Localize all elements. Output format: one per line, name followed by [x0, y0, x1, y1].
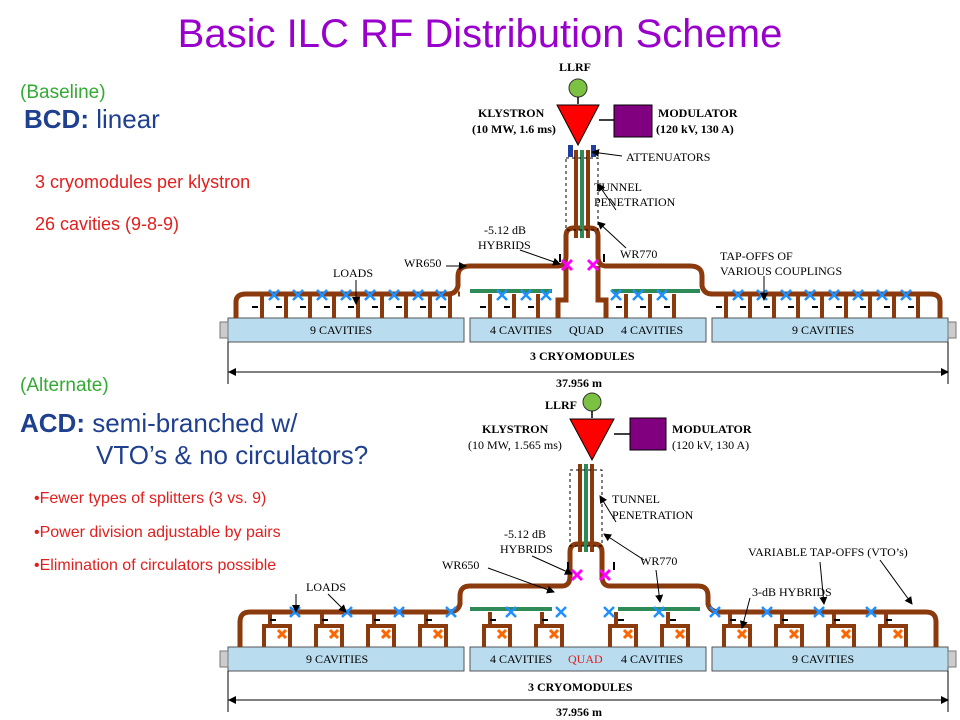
top-cryomodule-quad-label: QUAD [569, 323, 604, 337]
bottom-klystron-spec: (10 MW, 1.565 ms) [468, 438, 562, 452]
top-cryomodule-left [227, 317, 465, 343]
bottom-cryomodule-quad-label: QUAD [568, 652, 603, 666]
bottom-hybrids-label-1: -5.12 dB [504, 527, 546, 541]
bottom-branch-pairs [262, 612, 908, 647]
baseline-bullet-1: 3 cryomodules per klystron [35, 172, 251, 192]
top-cryomodule-mid-label-b: 4 CAVITIES [621, 323, 684, 337]
bottom-cryomodule-right-label: 9 CAVITIES [792, 652, 855, 666]
bottom-modulator-spec: (120 kV, 130 A) [672, 438, 750, 452]
alternate-scheme-rest-1: semi-branched w/ [85, 408, 298, 438]
top-klystron-icon [556, 104, 600, 147]
top-waveguide-center [458, 266, 609, 318]
bottom-klystron-label: KLYSTRON [482, 422, 549, 436]
bottom-cryomodule-mid-label-a: 4 CAVITIES [490, 652, 553, 666]
top-attenuator-b [591, 145, 596, 157]
bottom-loads-label: LOADS [306, 580, 347, 594]
baseline-heading: BCD: linear [24, 104, 160, 135]
bottom-wr770-label: WR770 [640, 554, 678, 568]
bottom-klystron-icon [569, 418, 615, 462]
top-llrf-label: LLRF [559, 60, 592, 74]
alternate-heading-line2: VTO’s & no circulators? [96, 440, 369, 470]
bottom-tunnel-label-2: PENETRATION [612, 508, 694, 522]
bottom-wr650-label: WR650 [442, 558, 480, 572]
bottom-llrf-label: LLRF [545, 398, 578, 412]
alternate-bullet-3: •Elimination of circulators possible [34, 557, 277, 574]
bottom-tunnel-label-1: TUNNEL [612, 492, 660, 506]
alternate-heading: ACD: semi-branched w/ [20, 408, 297, 439]
top-cryomodule-mid-label-a: 4 CAVITIES [490, 323, 553, 337]
bottom-3db-hybrids [276, 628, 904, 640]
top-beam-cap-right [947, 321, 957, 339]
top-tunnel-box [565, 157, 599, 231]
baseline-bullet-2: 26 cavities (9-8-9) [35, 214, 180, 234]
bottom-waveguide-right [593, 541, 939, 647]
top-waveguide-right [589, 225, 943, 318]
top-annotation-arrows [352, 148, 768, 305]
bottom-length-label: 37.956 m [556, 705, 602, 719]
bottom-llrf-icon [582, 392, 602, 412]
bottom-cryomodule-mid [469, 646, 707, 672]
top-cryomodules-label: 3 CRYOMODULES [530, 349, 635, 363]
top-llrf-icon [568, 78, 588, 98]
bottom-diagram [219, 392, 957, 712]
top-length-label: 37.956 m [556, 376, 602, 390]
top-attenuator-a [568, 145, 573, 157]
top-cryomodule-left-label: 9 CAVITIES [310, 323, 373, 337]
top-wr770-label: WR770 [620, 247, 658, 261]
alternate-scheme-key: ACD: [20, 408, 85, 438]
top-cryomodule-mid [469, 317, 707, 343]
bottom-modulator-icon [629, 417, 667, 451]
bottom-modulator-label: MODULATOR [672, 422, 752, 436]
top-loads-label: LOADS [333, 266, 374, 280]
top-tunnel-label-1: TUNNEL [594, 180, 642, 194]
bottom-annotation-arrows [292, 495, 913, 629]
bottom-cryomodule-mid-label-b: 4 CAVITIES [621, 652, 684, 666]
top-cryomodule-right [711, 317, 949, 343]
bottom-vto-label: VARIABLE TAP-OFFS (VTO’s) [748, 545, 908, 559]
alternate-bullet-2: •Power division adjustable by pairs [34, 524, 281, 541]
alternate-bullet-1: •Fewer types of splitters (3 vs. 9) [34, 490, 267, 507]
bottom-hybrids-label-2: HYBRIDS [500, 542, 553, 556]
top-klystron-label: KLYSTRON [478, 106, 545, 120]
top-dimension-arrow-left [228, 368, 236, 376]
baseline-tag: (Baseline) [20, 82, 106, 103]
bottom-dimension-arrow-left [228, 696, 236, 704]
top-beam-cap-left [219, 321, 229, 339]
top-modulator-icon [613, 104, 653, 138]
top-tapoffs-label-1: TAP-OFFS OF [720, 249, 793, 263]
top-diagram [219, 78, 957, 384]
top-hybrids-label-1: -5.12 dB [484, 223, 526, 237]
top-modulator-spec: (120 kV, 130 A) [656, 122, 734, 136]
bottom-beam-cap-left [219, 650, 229, 668]
bottom-hybrid-crosses [570, 568, 612, 582]
top-hybrid-crosses [560, 258, 600, 272]
top-tapoffs-label-2: VARIOUS COUPLINGS [720, 264, 843, 278]
bottom-beam-cap-right [947, 650, 957, 668]
bottom-hybrid-loads [567, 562, 615, 570]
bottom-cryomodule-left [227, 646, 465, 672]
top-klystron-spec: (10 MW, 1.6 ms) [472, 122, 556, 136]
top-attenuators-label: ATTENUATORS [626, 150, 711, 164]
bottom-cryomodules-label: 3 CRYOMODULES [528, 680, 633, 694]
baseline-scheme-key: BCD: [24, 104, 89, 134]
alternate-tag: (Alternate) [20, 375, 109, 396]
top-cavity-feeds [260, 294, 920, 318]
baseline-scheme-rest: linear [89, 104, 160, 134]
top-wr650-label: WR650 [404, 256, 442, 270]
bottom-cryomodule-left-label: 9 CAVITIES [306, 652, 369, 666]
top-hybrids-label-2: HYBRIDS [478, 238, 531, 252]
bottom-waveguide-left [237, 541, 579, 647]
top-cryomodule-right-label: 9 CAVITIES [792, 323, 855, 337]
top-tunnel-label-2: PENETRATION [594, 195, 676, 209]
page-title: Basic ILC RF Distribution Scheme [177, 12, 783, 56]
bottom-3db-hybrids-label: 3-dB HYBRIDS [752, 585, 832, 599]
top-modulator-label: MODULATOR [658, 106, 738, 120]
